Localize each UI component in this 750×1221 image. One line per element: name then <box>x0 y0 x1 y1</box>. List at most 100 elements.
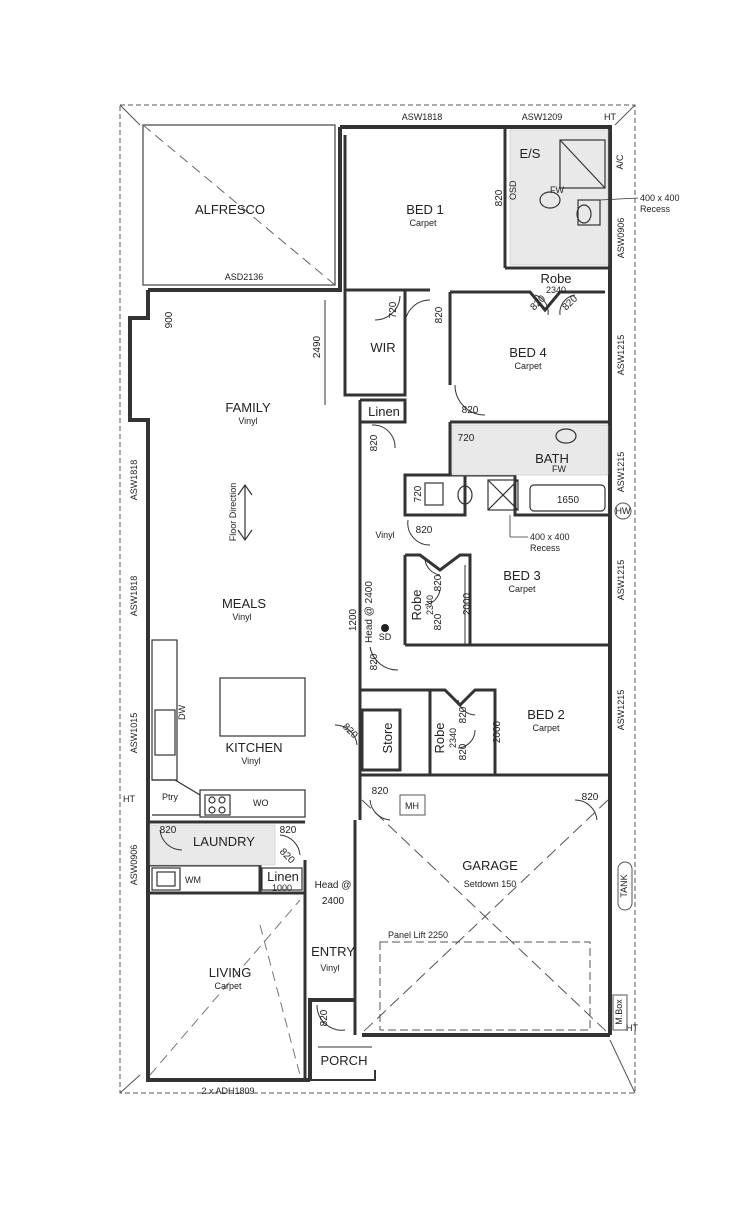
dim-head-entry: Head @ <box>315 880 352 891</box>
dim-820-entry: 820 <box>319 1009 330 1026</box>
tank-label: TANK <box>619 874 629 897</box>
room-family: FAMILY <box>225 400 271 415</box>
room-alfresco: ALFRESCO <box>195 202 265 217</box>
room-meals-finish: Vinyl <box>232 612 251 622</box>
ensuite-fixtures <box>539 139 606 226</box>
window-adh1809: 2 x ADH1809 <box>201 1086 254 1096</box>
dim-820-robe1b: 820 <box>560 293 580 313</box>
laundry-fixtures <box>151 867 303 891</box>
dim-900: 900 <box>164 311 175 328</box>
room-robe2: Robe <box>432 722 447 753</box>
dim-2490: 2490 <box>312 335 323 358</box>
dim-820-linen: 820 <box>369 434 380 451</box>
room-linen1: Linen <box>368 404 400 419</box>
room-entry-finish: Vinyl <box>320 963 339 973</box>
dim-720-wc: 720 <box>413 485 424 502</box>
window-asw1215-d: ASW1215 <box>616 690 626 731</box>
dim-head-2400: Head @ 2400 <box>364 581 375 643</box>
label-pantry: Ptry <box>162 792 179 802</box>
floor-direction-arrow <box>237 483 253 542</box>
dim-2000-bed2: 2000 <box>492 720 503 743</box>
room-kitchen-finish: Vinyl <box>241 756 260 766</box>
dim-720-wir: 720 <box>388 301 399 318</box>
recess-bath-label: Recess <box>530 543 561 553</box>
door-asd2136: ASD2136 <box>225 272 264 282</box>
room-robe1-width: 2340 <box>546 285 566 295</box>
room-laundry: LAUNDRY <box>193 834 255 849</box>
air-conditioner-label: A/C <box>615 154 625 170</box>
room-linen2: Linen <box>267 869 299 884</box>
dim-820-robe2b: 820 <box>458 743 469 760</box>
living-diagonals <box>149 899 301 1076</box>
room-hall-finish: Vinyl <box>375 530 394 540</box>
recess-bath-size: 400 x 400 <box>530 532 570 542</box>
label-panel-lift: Panel Lift 2250 <box>388 930 448 940</box>
room-bed4-finish: Carpet <box>514 361 542 371</box>
room-kitchen: KITCHEN <box>225 740 282 755</box>
dim-820-wir: 820 <box>434 306 445 323</box>
hose-tap-right: HT <box>626 1023 638 1033</box>
hose-tap-left: HT <box>123 794 135 804</box>
room-family-finish: Vinyl <box>238 416 257 426</box>
floor-direction-label: Floor Direction <box>228 483 238 542</box>
dim-head-entry-2400: 2400 <box>322 896 345 907</box>
dim-820-garage1: 820 <box>372 786 389 797</box>
room-robe3-width: 2340 <box>425 595 435 615</box>
window-asw0906-left: ASW0906 <box>129 845 139 886</box>
room-bed1: BED 1 <box>406 202 444 217</box>
window-asw1818-left-a: ASW1818 <box>129 460 139 501</box>
dim-820-bed1: 820 <box>494 189 505 206</box>
room-entry: ENTRY <box>311 944 355 959</box>
floor-waste-es: FW <box>550 185 564 195</box>
label-wall-oven: WO <box>253 798 269 808</box>
hose-tap-top: HT <box>604 112 616 122</box>
window-asw1818-top: ASW1818 <box>402 112 443 122</box>
room-meals: MEALS <box>222 596 266 611</box>
room-garage: GARAGE <box>462 858 518 873</box>
room-bed2: BED 2 <box>527 707 565 722</box>
room-living: LIVING <box>209 965 252 980</box>
dim-820-laundry2: 820 <box>280 825 297 836</box>
dim-2000-bed3: 2000 <box>462 592 473 615</box>
label-smoke-detector: SD <box>379 632 392 642</box>
label-washing-machine: WM <box>185 875 201 885</box>
floor-waste-bath: FW <box>552 464 566 474</box>
room-store: Store <box>380 722 395 753</box>
dim-820-bed3door: 820 <box>416 525 433 536</box>
dimension-lines <box>324 300 496 770</box>
roof-corner-lines <box>119 104 636 1094</box>
tile-areas <box>149 129 609 866</box>
room-wir: WIR <box>370 340 395 355</box>
hot-water-label: HW <box>616 506 631 516</box>
meter-box-label: M.Box <box>614 999 624 1025</box>
recess-es-size: 400 x 400 <box>640 193 680 203</box>
dim-820-laundry1: 820 <box>160 825 177 836</box>
garage-area <box>361 502 633 1034</box>
room-bed3: BED 3 <box>503 568 541 583</box>
window-asw0906-right: ASW0906 <box>616 218 626 259</box>
room-robe1: Robe <box>540 271 571 286</box>
dim-820-hall: 820 <box>369 653 380 670</box>
room-living-finish: Carpet <box>214 981 242 991</box>
alfresco-area <box>142 124 336 286</box>
internal-walls <box>148 127 610 1080</box>
dim-820-robe3b: 820 <box>433 613 444 630</box>
dim-820-store: 820 <box>340 721 360 741</box>
dim-1650: 1650 <box>557 495 580 506</box>
room-bed1-finish: Carpet <box>409 218 437 228</box>
dim-820-robe2a: 820 <box>458 706 469 723</box>
label-osd: OSD <box>508 180 518 200</box>
label-manhole: MH <box>405 801 419 811</box>
label-dishwasher: DW <box>177 705 187 720</box>
window-asw1215-c: ASW1215 <box>616 560 626 601</box>
window-asw1215-b: ASW1215 <box>616 452 626 493</box>
room-bed2-finish: Carpet <box>532 723 560 733</box>
dim-820-robe3a: 820 <box>433 574 444 591</box>
eave-line <box>119 104 636 1094</box>
dim-820-garage2: 820 <box>582 792 599 803</box>
room-bed3-finish: Carpet <box>508 584 536 594</box>
door-swings <box>159 294 598 1031</box>
window-asw1215-a: ASW1215 <box>616 335 626 376</box>
window-asw1209: ASW1209 <box>522 112 563 122</box>
